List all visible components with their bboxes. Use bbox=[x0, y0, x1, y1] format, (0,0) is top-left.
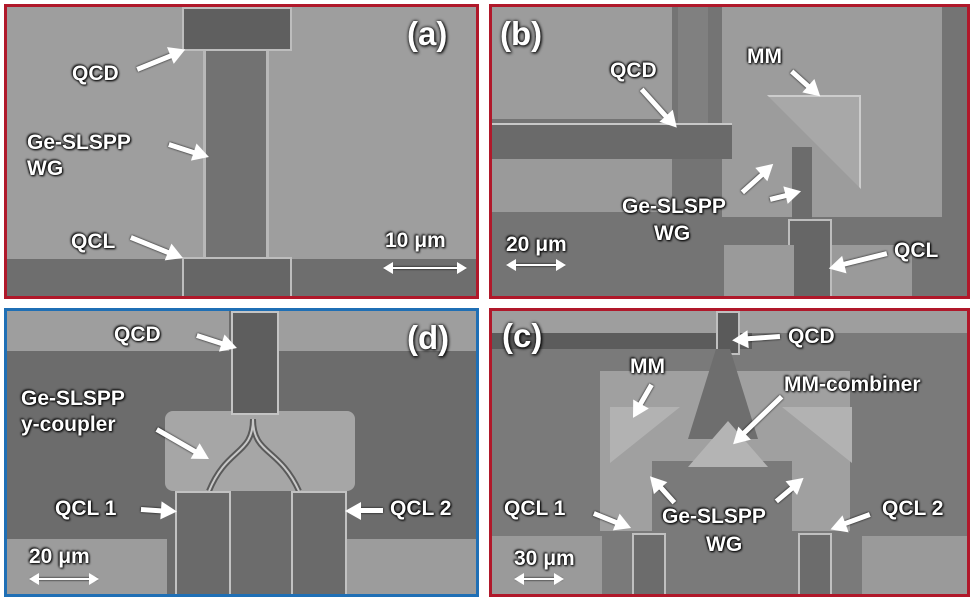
scale-bar bbox=[514, 573, 564, 585]
qcl1-label: QCL 1 bbox=[504, 497, 566, 520]
qcd-label: QCD bbox=[610, 59, 657, 82]
scale-bar bbox=[506, 259, 566, 271]
panel-a-tag: (a) bbox=[407, 15, 448, 52]
mm-label: MM bbox=[747, 45, 782, 68]
waveguide-label-line1: Ge-SLSPP bbox=[622, 195, 726, 218]
scale-label: 20 μm bbox=[506, 233, 567, 256]
scale-bar bbox=[29, 573, 99, 585]
waveguide-label-line2: WG bbox=[654, 222, 691, 245]
mm-label: MM bbox=[630, 355, 665, 378]
scale-label: 10 μm bbox=[385, 229, 446, 252]
coupler-label-line2: y-coupler bbox=[21, 413, 116, 436]
waveguide-label-line2: WG bbox=[706, 533, 743, 556]
qcl2-label: QCL 2 bbox=[882, 497, 944, 520]
mm-combiner-label: MM-combiner bbox=[784, 373, 921, 396]
qcl1-label: QCL 1 bbox=[55, 497, 117, 520]
qcd-label: QCD bbox=[788, 325, 835, 348]
waveguide-label-line1: Ge-SLSPP bbox=[662, 505, 766, 528]
y-coupler-shape bbox=[206, 418, 302, 493]
panel-d-tag: (d) bbox=[407, 319, 450, 356]
qcl2-label: QCL 2 bbox=[390, 497, 452, 520]
scale-label: 20 μm bbox=[29, 545, 90, 568]
coupler-label-line1: Ge-SLSPP bbox=[21, 387, 125, 410]
panel-d: (d) QCD Ge-SLSPP y-coupler QCL 1 QCL 2 2… bbox=[4, 308, 479, 597]
panel-a: (a) QCD Ge-SLSPP WG QCL 10 μm bbox=[4, 4, 479, 299]
scale-bar bbox=[383, 262, 467, 274]
waveguide-label-line1: Ge-SLSPP bbox=[27, 131, 131, 154]
scale-label: 30 μm bbox=[514, 547, 575, 570]
panel-b-tag: (b) bbox=[500, 15, 543, 52]
qcd-label: QCD bbox=[72, 62, 119, 85]
qcd-label: QCD bbox=[114, 323, 161, 346]
panel-b: (b) QCD MM Ge-SLSPP WG QCL 20 μm bbox=[489, 4, 970, 299]
panel-c: (c) QCD MM MM-combiner Ge-SLSPP WG QCL 1… bbox=[489, 308, 970, 597]
waveguide-label-line2: WG bbox=[27, 157, 64, 180]
qcl-label: QCL bbox=[71, 230, 116, 253]
qcl-label: QCL bbox=[894, 239, 939, 262]
panel-c-tag: (c) bbox=[502, 317, 543, 354]
